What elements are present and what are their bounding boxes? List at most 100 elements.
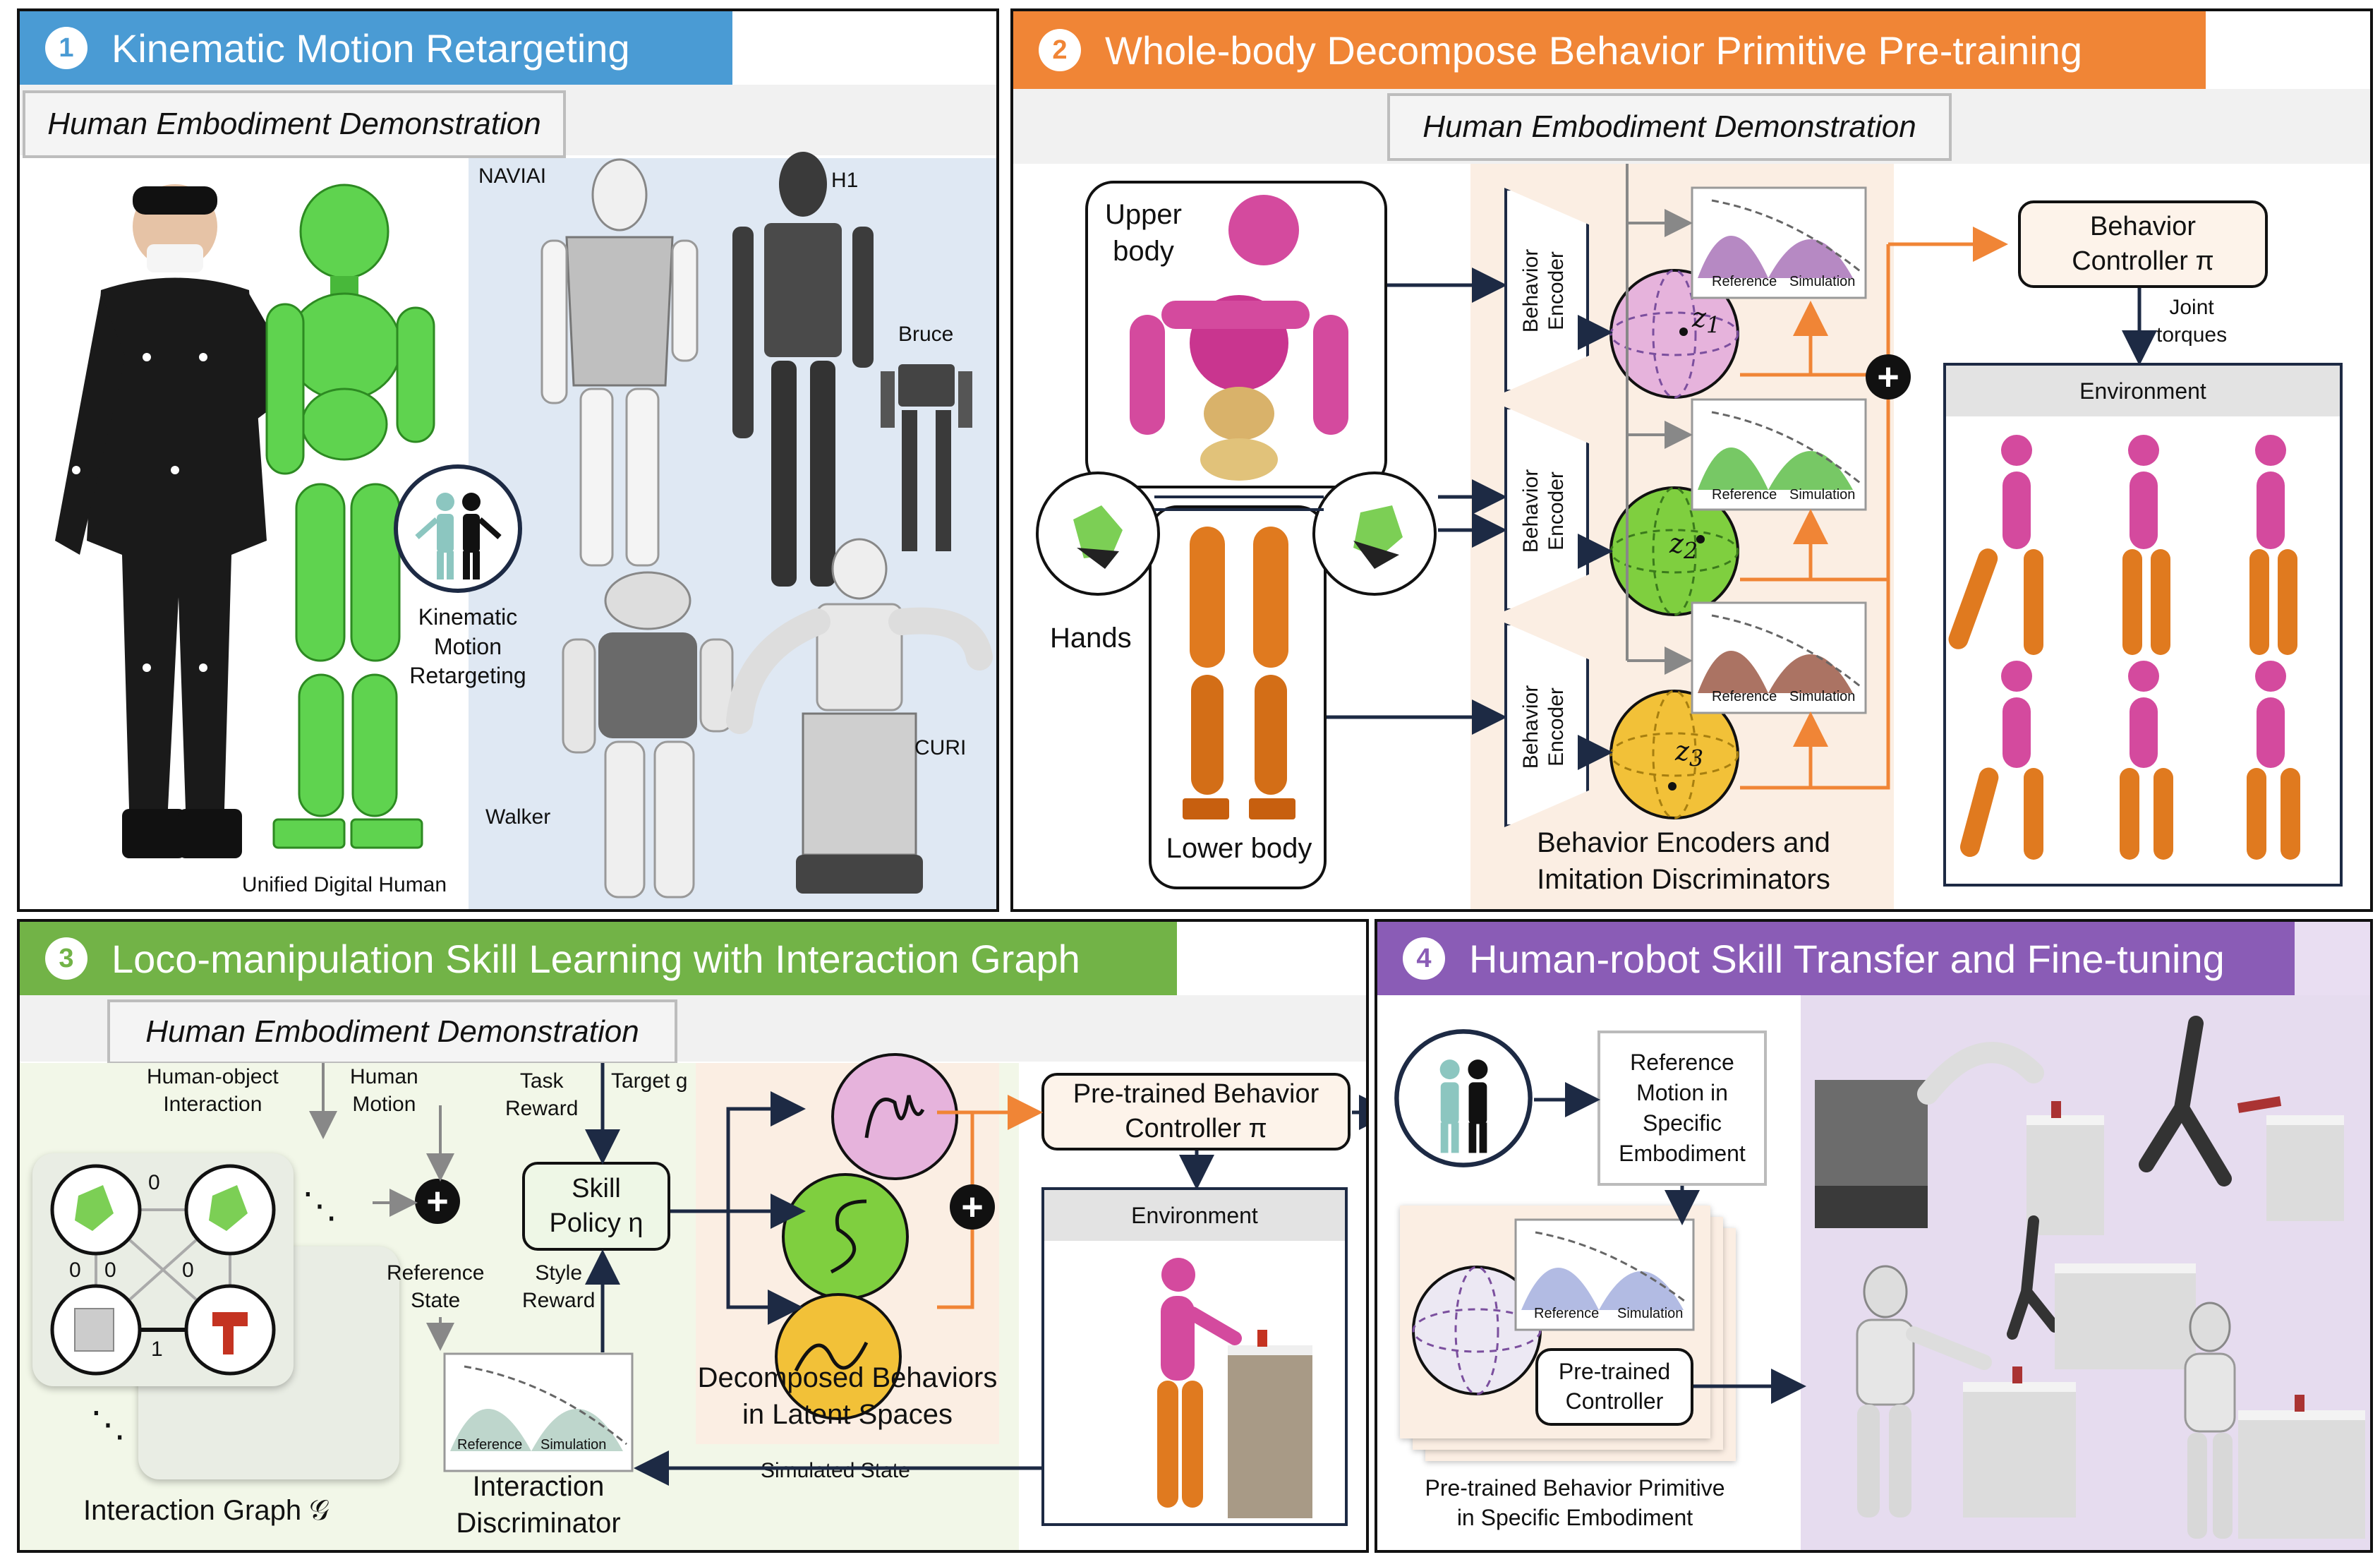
panel2-environment-label: Environment xyxy=(1946,366,2340,416)
discriminator-plot-hands xyxy=(1691,398,1867,511)
interaction-discriminator-label: Interaction Discriminator xyxy=(456,1471,621,1539)
h1-robot-image xyxy=(732,152,874,587)
panel3-arrows xyxy=(309,1063,1366,1486)
plot-hands-simulation: Simulation xyxy=(1789,487,1856,503)
robot-label-walker: Walker xyxy=(485,805,551,829)
panel4-discriminator-plot xyxy=(1514,1218,1695,1331)
panel3-demo-label: Human Embodiment Demonstration xyxy=(107,999,677,1064)
interaction-graph-diagram xyxy=(50,1164,276,1376)
upper-body-label: Upper body xyxy=(1105,199,1182,267)
bruce-robot-image xyxy=(881,364,972,551)
lower-body-label: Lower body xyxy=(1166,833,1312,864)
panel2-arrows xyxy=(1327,164,2157,790)
plot-upper-simulation: Simulation xyxy=(1789,274,1856,289)
edge-label-1: 0 xyxy=(69,1258,81,1282)
panel1-number: 1 xyxy=(45,27,87,69)
robot-label-curi: CURI xyxy=(914,736,967,759)
latent-z1-label: z1 xyxy=(1692,302,1721,339)
reference-motion-box: Reference Motion in Specific Embodiment xyxy=(1597,1031,1767,1186)
human-motion-label: Human Motion xyxy=(350,1065,418,1116)
task-reward-label: Task Reward xyxy=(505,1069,579,1120)
interaction-discriminator-plot xyxy=(443,1352,634,1472)
reference-sum-node: + xyxy=(415,1179,460,1224)
discriminator-plot-lower xyxy=(1691,601,1867,714)
robot-label-h1: H1 xyxy=(831,169,859,192)
behavior-encoder-3 xyxy=(1504,623,1589,827)
ellipsis-top: ⋱ xyxy=(302,1186,337,1225)
retargeting-icon xyxy=(394,464,522,593)
panel2-title-bar: 2 Whole-body Decompose Behavior Primitiv… xyxy=(1013,11,2206,89)
naviai-robot-image xyxy=(540,158,699,567)
left-hand-icon xyxy=(1036,471,1160,596)
plot-lower-simulation: Simulation xyxy=(1789,689,1856,704)
unified-digital-human-figure xyxy=(265,184,435,849)
panel4-title: Human-robot Skill Transfer and Fine-tuni… xyxy=(1469,936,2225,981)
lower-body-figure xyxy=(1183,527,1295,819)
interaction-plot-reference: Reference xyxy=(457,1437,523,1453)
edge-label-3: 0 xyxy=(182,1258,194,1282)
reference-state-label: Reference State xyxy=(387,1261,485,1312)
panel2-title: Whole-body Decompose Behavior Primitive … xyxy=(1105,28,2083,73)
panel4-retargeting-icon xyxy=(1394,1029,1533,1167)
environment-pose-grid xyxy=(1948,435,2300,860)
latent-sum-node: + xyxy=(950,1184,995,1230)
behavior-controller-box: Behavior Controller π xyxy=(2018,200,2268,288)
panel4-pretrained-controller: Pre-trained Controller xyxy=(1535,1348,1693,1426)
transfer-robot-scenes xyxy=(1801,995,2370,1550)
panel3-number: 3 xyxy=(45,937,87,980)
panel2-caption: Behavior Encoders and Imitation Discrimi… xyxy=(1537,827,1830,895)
panel4-number: 4 xyxy=(1403,937,1445,980)
panel4-caption: Pre-trained Behavior Primitive in Specif… xyxy=(1425,1475,1725,1530)
panel-skill-transfer: 4 Human-robot Skill Transfer and Fine-tu… xyxy=(1375,919,2373,1553)
joint-torques-label: Joint torques xyxy=(2156,296,2228,347)
panel-kinematic-retargeting: 1 Kinematic Motion Retargeting Human Emb… xyxy=(17,8,999,912)
edge-label-0: 0 xyxy=(148,1171,160,1194)
panel3-title-bar: 3 Loco-manipulation Skill Learning with … xyxy=(20,922,1177,995)
robot-label-bruce: Bruce xyxy=(898,323,954,346)
walker-robot-image xyxy=(562,571,734,899)
panel1-demo-label: Human Embodiment Demonstration xyxy=(23,90,566,158)
panel-behavior-pretraining: 2 Whole-body Decompose Behavior Primitiv… xyxy=(1010,8,2373,912)
retargeting-label: Kinematic Motion Retargeting xyxy=(409,604,526,689)
curi-robot-image xyxy=(726,538,993,894)
decomposed-latent-spheres xyxy=(775,1053,958,1420)
edge-label-4: 1 xyxy=(151,1338,163,1361)
target-label: Target g xyxy=(611,1069,688,1093)
panel4-arrows xyxy=(1534,1082,1806,1404)
panel2-number: 2 xyxy=(1039,29,1081,71)
panel3-environment-label: Environment xyxy=(1044,1190,1345,1241)
panel2-sum-node: + xyxy=(1866,354,1911,399)
panel3-environment-scene xyxy=(1157,1258,1312,1518)
panel4-plot-simulation: Simulation xyxy=(1617,1306,1684,1321)
lower-body-box xyxy=(1149,505,1327,889)
interaction-graph-label: Interaction Graph 𝒢 xyxy=(83,1495,330,1526)
pretrained-controller-box: Pre-trained Behavior Controller π xyxy=(1041,1073,1351,1151)
hands-label: Hands xyxy=(1050,623,1132,654)
edge-label-2: 0 xyxy=(104,1258,116,1282)
latent-z3-label: z3 xyxy=(1675,735,1704,772)
hands-connector-lines xyxy=(1154,495,1324,511)
discriminator-plot-upper xyxy=(1691,186,1867,299)
decomposed-behaviors-label: Decomposed Behaviors in Latent Spaces xyxy=(697,1362,998,1430)
panel4-plot-reference: Reference xyxy=(1534,1306,1600,1321)
style-reward-label: Style Reward xyxy=(522,1261,596,1312)
ellipsis-bottom: ⋱ xyxy=(90,1405,126,1444)
interaction-plot-simulation: Simulation xyxy=(540,1437,607,1453)
plot-hands-reference: Reference xyxy=(1712,487,1777,503)
plot-upper-reference: Reference xyxy=(1712,274,1777,289)
panel2-environment-box: Environment xyxy=(1943,363,2343,887)
robot-label-naviai: NAVIAI xyxy=(478,164,547,188)
panel3-title: Loco-manipulation Skill Learning with In… xyxy=(111,936,1080,981)
latent-z2-label: z2 xyxy=(1669,528,1698,565)
plot-lower-reference: Reference xyxy=(1712,689,1777,704)
panel-loco-manipulation: 3 Loco-manipulation Skill Learning with … xyxy=(17,919,1369,1553)
panel3-environment-box: Environment xyxy=(1041,1187,1348,1526)
panel4-title-bar: 4 Human-robot Skill Transfer and Fine-tu… xyxy=(1377,922,2295,995)
right-hand-icon xyxy=(1312,471,1437,596)
panel2-demo-label: Human Embodiment Demonstration xyxy=(1387,93,1952,161)
upper-body-figure xyxy=(1130,195,1348,481)
panel1-title-bar: 1 Kinematic Motion Retargeting xyxy=(20,11,732,85)
panel1-title: Kinematic Motion Retargeting xyxy=(111,25,630,71)
digital-human-label: Unified Digital Human xyxy=(241,873,447,896)
hoi-label: Human-object Interaction xyxy=(147,1065,279,1116)
